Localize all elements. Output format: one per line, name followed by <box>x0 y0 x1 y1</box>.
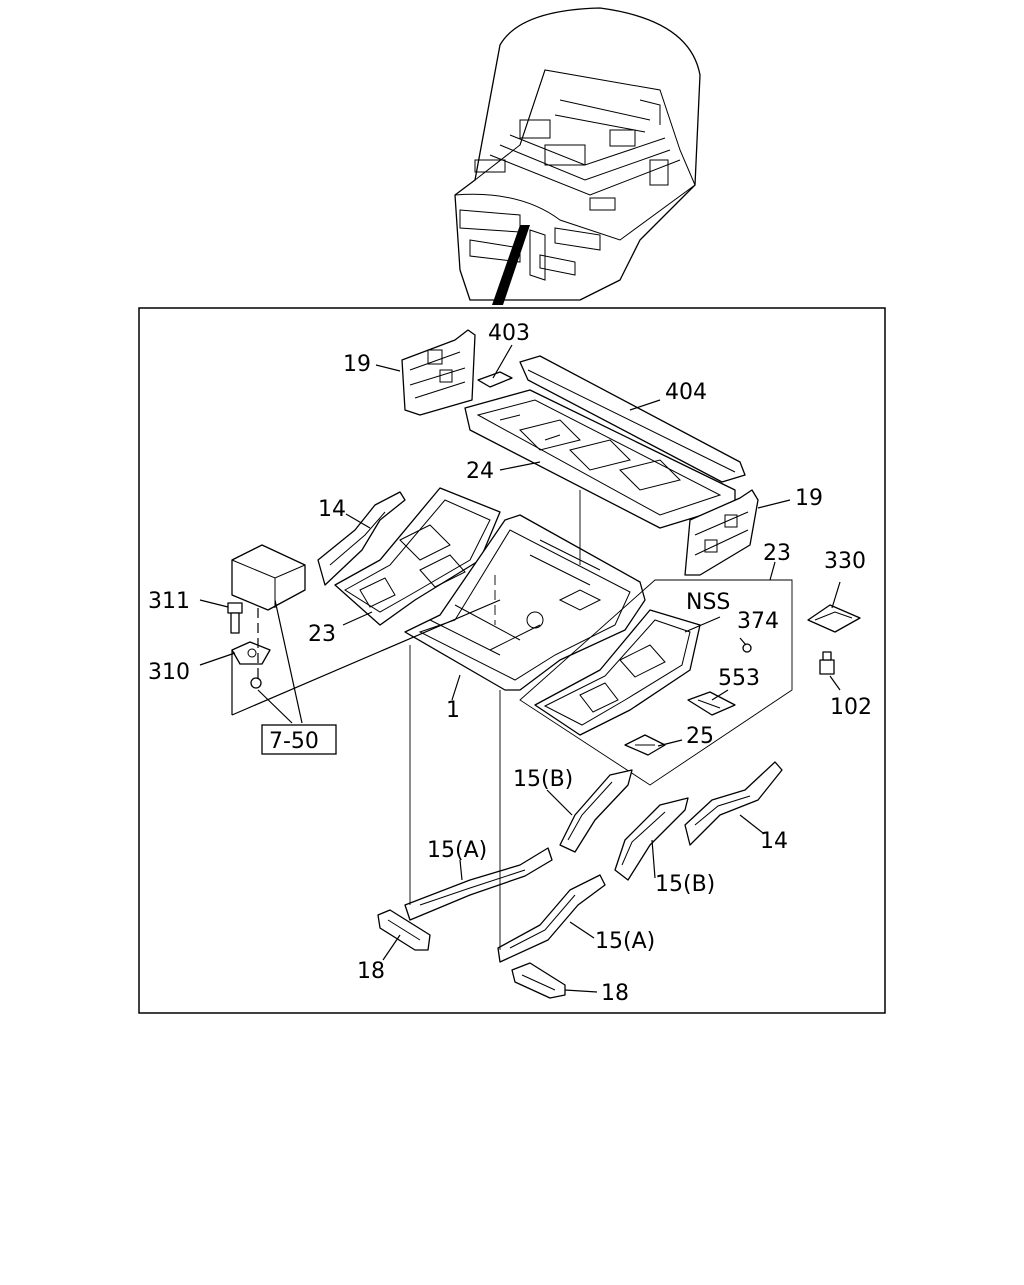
label-19-left: 19 <box>343 352 371 377</box>
label-24: 24 <box>466 459 494 484</box>
label-102: 102 <box>830 695 872 720</box>
part-24-rear-floor <box>464 389 736 529</box>
part-19-left-bracket <box>401 329 476 416</box>
part-25-bracket <box>624 734 666 756</box>
callout-labels: 19 403 404 24 19 14 23 23 330 311 NSS 37… <box>148 321 872 1006</box>
label-19-right: 19 <box>795 486 823 511</box>
cab-overview-illustration <box>454 7 701 305</box>
part-15b-upper-member <box>559 769 633 853</box>
part-553-bracket <box>687 691 736 716</box>
part-15b-middle-member <box>614 797 689 881</box>
part-310-washer <box>250 677 262 689</box>
label-18-left: 18 <box>357 959 385 984</box>
part-330-bracket <box>807 604 861 633</box>
part-15a-upper-member <box>404 847 553 921</box>
part-310-bracket <box>231 641 271 665</box>
label-404: 404 <box>665 380 707 405</box>
label-403: 403 <box>488 321 530 346</box>
label-553: 553 <box>718 666 760 691</box>
label-311: 311 <box>148 589 190 614</box>
label-330: 330 <box>824 549 866 574</box>
label-374: 374 <box>737 609 779 634</box>
reference-box-7-50 <box>261 724 337 755</box>
label-310: 310 <box>148 660 190 685</box>
part-15a-lower-member <box>497 874 606 963</box>
label-NSS: NSS <box>686 590 730 615</box>
part-18-right-bracket <box>511 962 566 999</box>
label-18-right: 18 <box>601 981 629 1006</box>
label-15b-upper: 15(B) <box>513 767 573 792</box>
label-23-right: 23 <box>763 541 791 566</box>
label-ref-7-50: 7-50 <box>269 729 319 754</box>
part-102-nut <box>819 651 835 675</box>
label-1: 1 <box>446 698 460 723</box>
label-15a-lower: 15(A) <box>595 929 655 954</box>
part-404-cross-member <box>519 355 746 483</box>
part-14-lower-bracket <box>684 761 783 846</box>
label-14-lower: 14 <box>760 829 788 854</box>
battery-box <box>231 544 306 611</box>
part-403-plate <box>477 371 513 388</box>
part-14-upper-bracket <box>317 491 406 586</box>
label-14-upper: 14 <box>318 497 346 522</box>
part-311-bolt <box>227 602 243 634</box>
part-374-fastener <box>742 643 752 653</box>
part-19-right-bracket <box>684 489 759 576</box>
label-15b-lower: 15(B) <box>655 872 715 897</box>
label-25: 25 <box>686 724 714 749</box>
diagram-frame <box>138 307 886 1014</box>
label-23-left: 23 <box>308 622 336 647</box>
part-18-left-bracket <box>377 909 431 951</box>
leader-lines <box>199 344 841 993</box>
label-15a-upper: 15(A) <box>427 838 487 863</box>
part-23-left-floor <box>334 487 501 626</box>
